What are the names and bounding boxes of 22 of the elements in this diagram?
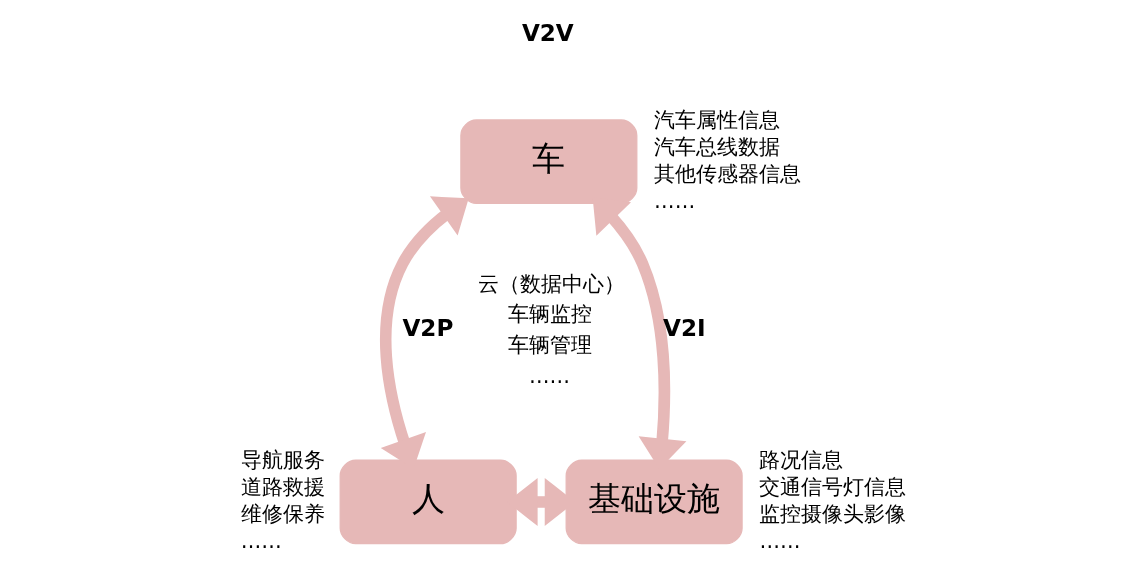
label: 车辆监控	[507, 302, 592, 327]
node-label: 其他传感器信息	[653, 161, 801, 186]
label: ……	[528, 363, 570, 388]
node-label: ……	[758, 528, 800, 553]
node-label: 维修保养	[240, 501, 325, 526]
node-label: V2V	[521, 19, 574, 46]
node-label: 汽车总线数据	[653, 134, 780, 159]
node-label: 道路救援	[240, 475, 325, 500]
node-label: 导航服务	[240, 448, 325, 473]
node-label: ……	[653, 188, 695, 213]
label: 车辆管理	[507, 333, 592, 358]
node-label: 监控摄像头影像	[758, 501, 906, 526]
node-label: 路况信息	[758, 448, 843, 473]
label: 云（数据中心）	[477, 271, 625, 296]
node-box: 基础设施	[565, 459, 743, 545]
edge-label: V2P	[401, 315, 453, 342]
node-label: ……	[240, 528, 282, 553]
node-label: 交通信号灯信息	[758, 475, 906, 500]
node-box: 人	[339, 459, 517, 545]
edge-label: V2I	[662, 315, 706, 342]
node-box: 车	[459, 119, 637, 205]
node-label: 汽车属性信息	[653, 107, 780, 132]
